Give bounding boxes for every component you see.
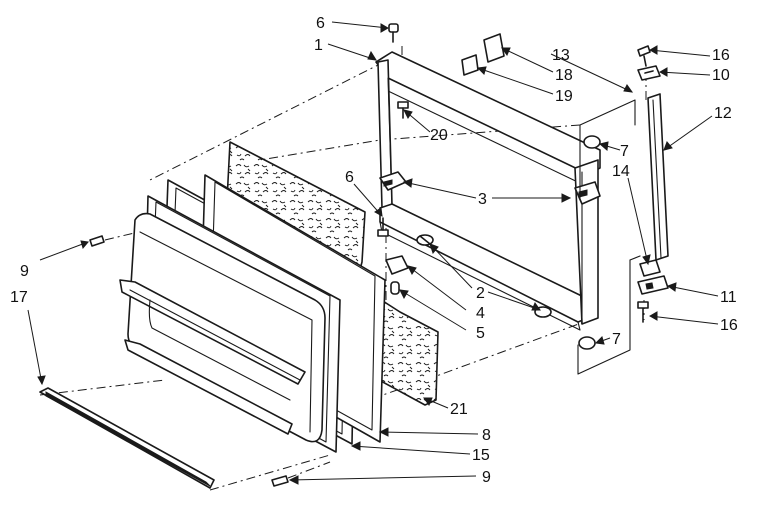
screw-6-mid [377,217,389,237]
callout-7-bottom: 7 [612,331,621,348]
hinge-plate-4 [385,255,409,275]
leader-lines [27,21,719,485]
callout-6-top: 6 [316,15,325,32]
door-liner-shelves [119,212,326,443]
screw-9-left [89,235,105,247]
bracket-11 [637,275,669,295]
cap-7-top [583,135,601,149]
screw-9-bottom [271,475,289,487]
callout-8: 8 [482,427,491,444]
callout-19: 19 [555,88,573,105]
callout-7-top: 7 [620,143,629,160]
callout-21: 21 [450,401,468,418]
callout-11: 11 [720,289,737,306]
screw-16-top [637,45,651,67]
callout-6-mid: 6 [345,169,354,186]
callout-14: 14 [612,163,630,180]
callout-4: 4 [476,305,485,322]
screw-16-bottom [637,301,649,323]
callout-labels: 6 1 13 18 19 16 10 12 20 7 6 14 3 9 17 2… [10,15,738,486]
callout-2: 2 [476,285,485,302]
pin-5 [390,281,400,295]
callout-9-left: 9 [20,263,29,280]
callout-10: 10 [712,67,730,84]
handle-mount-plate [577,99,641,375]
hinge-bracket-right [574,181,601,205]
callout-16-top: 16 [712,47,730,64]
callout-9-bottom: 9 [482,469,491,486]
door-handle [647,93,669,261]
callout-16-bottom: 16 [720,317,738,334]
callout-5: 5 [476,325,485,342]
callout-18: 18 [555,67,573,84]
screw-20 [397,101,409,119]
callout-1: 1 [314,37,323,54]
cap-7-bottom [578,336,596,350]
door-frame [375,51,601,331]
plate-18 [483,33,505,63]
callout-3: 3 [478,191,487,208]
callout-20: 20 [430,127,448,144]
washer-2 [416,234,434,246]
screw-6-top [388,23,399,43]
callout-12: 12 [714,105,732,122]
callout-17: 17 [10,289,28,306]
clip-10 [637,65,661,81]
callout-13: 13 [552,47,570,64]
callout-15: 15 [472,447,490,464]
bracket-14 [639,259,661,277]
plate-19 [461,54,479,76]
bottom-trim-strip [39,387,215,489]
